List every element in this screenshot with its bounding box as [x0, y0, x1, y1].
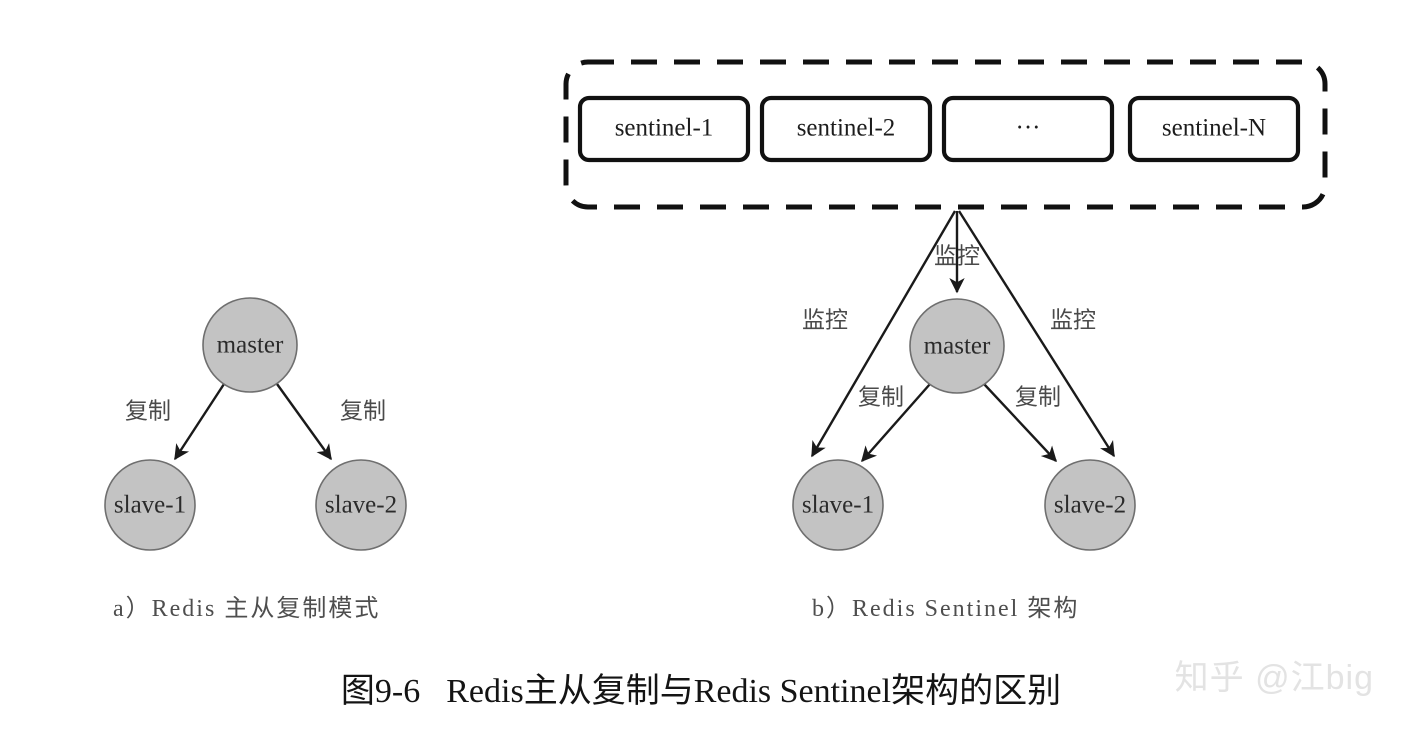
panel-a-nodes: master slave-1 slave-2: [104, 297, 407, 551]
sentinel-box-2-label: sentinel-2: [797, 115, 896, 142]
node-slave-2[interactable]: slave-2: [1044, 459, 1136, 551]
edge-sentinel-to-slave-2: [957, 210, 1116, 458]
figure-title-number: 图9-6: [340, 673, 421, 710]
sentinel-box-2[interactable]: sentinel-2: [759, 95, 933, 163]
edge-label-replication-left: 复制: [858, 384, 904, 409]
sentinel-box-ellipsis[interactable]: ···: [941, 95, 1115, 163]
figure-title: 图9-6 Redis主从复制与Redis Sentinel架构的区别: [0, 663, 1402, 712]
panel-a-edges: [173, 383, 332, 461]
node-slave-1[interactable]: slave-1: [104, 459, 196, 551]
panel-b-replication-edges: [861, 383, 1057, 463]
panel-b-caption: b）Redis Sentinel 架构: [812, 596, 1080, 622]
sentinel-boxes: sentinel-1 sentinel-2 ··· sentinel-N: [577, 95, 1301, 163]
edge-label-replication-right: 复制: [1015, 384, 1061, 409]
edge-label-monitor-right: 监控: [1050, 307, 1096, 332]
sentinel-cluster-border: [563, 59, 1328, 210]
node-slave-1-label: slave-1: [802, 492, 874, 519]
edge-label-replication-left: 复制: [125, 398, 171, 423]
edge-master-to-slave-2: [276, 383, 332, 461]
edge-master-to-slave-2: [983, 383, 1057, 463]
watermark: 知乎 @江big: [1174, 659, 1374, 697]
figure-title-text: Redis主从复制与Redis Sentinel架构的区别: [446, 673, 1062, 710]
panel-a-caption: a）Redis 主从复制模式: [113, 596, 381, 622]
sentinel-box-1[interactable]: sentinel-1: [577, 95, 751, 163]
node-master[interactable]: master: [202, 297, 298, 393]
panel-a-group: master slave-1 slave-2 复制 复制: [104, 297, 407, 551]
node-master-label: master: [924, 333, 991, 360]
node-slave-2-label: slave-2: [1054, 492, 1126, 519]
node-slave-2-label: slave-2: [325, 492, 397, 519]
edge-master-to-slave-1: [173, 383, 226, 461]
sentinel-box-ellipsis-label: ···: [1016, 115, 1041, 142]
sentinel-box-1-label: sentinel-1: [615, 115, 714, 142]
node-master-label: master: [217, 332, 284, 359]
edge-master-to-slave-1: [861, 383, 931, 463]
edge-label-monitor-left: 监控: [802, 307, 848, 332]
sentinel-box-n[interactable]: sentinel-N: [1127, 95, 1301, 163]
edge-label-replication-right: 复制: [340, 398, 386, 423]
node-slave-1-label: slave-1: [114, 492, 186, 519]
sentinel-box-n-label: sentinel-N: [1162, 115, 1266, 142]
edge-sentinel-to-slave-1: [810, 210, 957, 458]
panel-b-edge-labels: 监控 监控 监控 复制 复制: [802, 243, 1096, 409]
node-slave-1[interactable]: slave-1: [792, 459, 884, 551]
panel-b-nodes: master slave-1 slave-2: [792, 298, 1136, 551]
node-master[interactable]: master: [909, 298, 1005, 394]
edge-label-monitor-center: 监控: [934, 243, 980, 268]
node-slave-2[interactable]: slave-2: [315, 459, 407, 551]
panel-b-group: sentinel-1 sentinel-2 ··· sentinel-N: [563, 59, 1328, 551]
panel-b-monitor-edges: [810, 210, 1116, 458]
